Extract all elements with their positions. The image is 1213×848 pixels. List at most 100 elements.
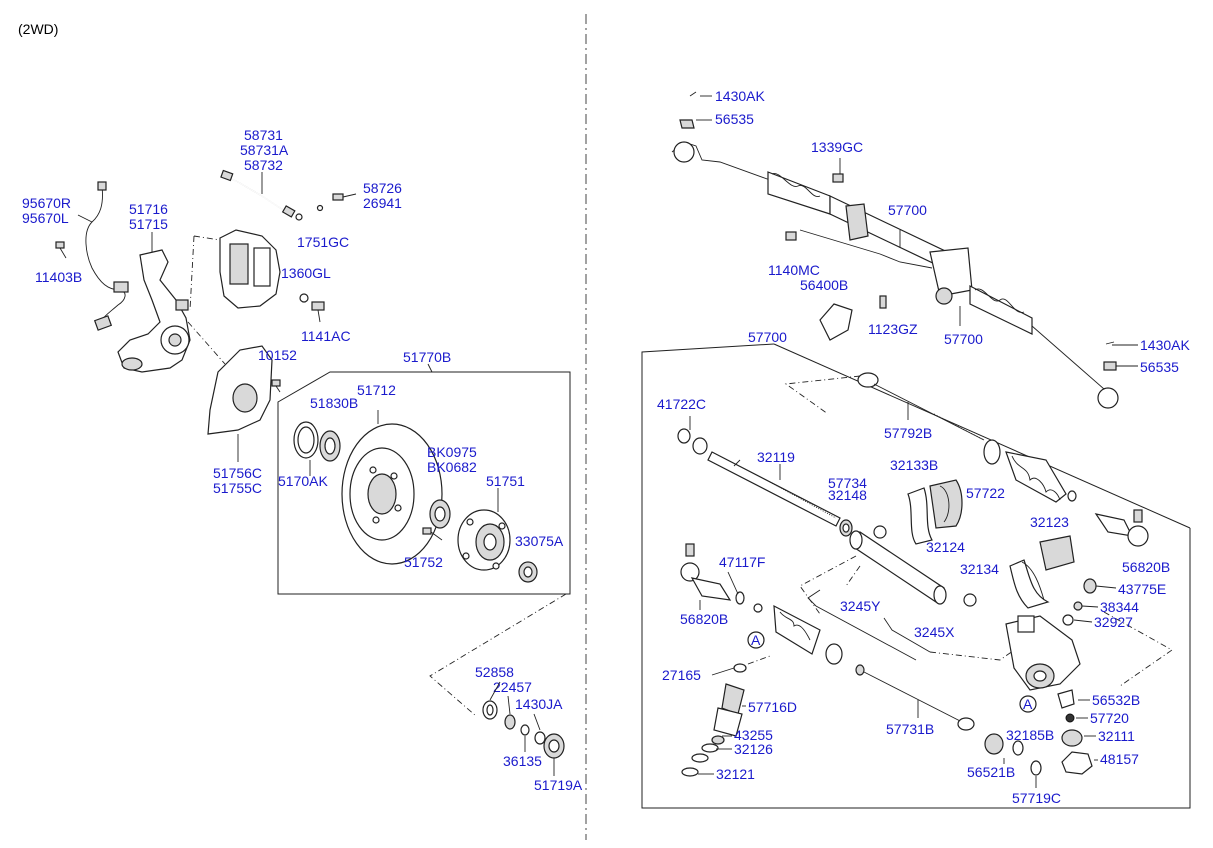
valve-small-parts [1057,689,1093,775]
caliper-bolt [299,293,325,323]
label-1123gz: 1123GZ [868,321,918,337]
hub-bolt [422,527,443,541]
label-5170ak: 5170AK [278,473,328,489]
hub-small-parts [482,700,565,759]
brake-caliper [189,229,281,311]
inner-tie-rod-lower [855,664,975,731]
label-11403b: 11403B [35,269,82,285]
label-43255: 43255 [734,727,773,743]
label-33075a: 33075A [515,533,564,549]
label-36135: 36135 [503,753,542,769]
label-32121: 32121 [716,766,755,782]
label-57700-mid: 57700 [944,331,983,347]
rack-breakdown-box [641,343,1191,809]
pipe-3245x [883,617,931,653]
pipe-3245y [807,589,917,661]
label-56820b-right: 56820B [1122,559,1170,575]
label-32148: 32148 [828,487,867,503]
label-95670l: 95670L [22,210,69,226]
label-51770b: 51770B [403,349,451,365]
label-3245y: 3245Y [840,598,881,614]
tie-rod-end-left [680,543,745,605]
label-51830b: 51830B [310,395,358,411]
label-51751: 51751 [486,473,525,489]
label-32126: 32126 [734,741,773,757]
pinion-shaft [681,663,747,777]
label-57716d: 57716D [748,699,797,715]
valve-housing [1005,615,1081,691]
label-32123: 32123 [1030,514,1069,530]
steering-rack-bar [707,451,841,527]
ring-57722 [983,439,1001,465]
label-10152: 10152 [258,347,297,363]
label-43775e: 43775E [1118,581,1166,597]
tone-ring [293,421,341,476]
label-47117f: 47117F [719,554,765,570]
outer-seal [518,561,538,583]
label-56535-right: 56535 [1140,359,1179,375]
right-section [641,91,1191,809]
rack-housing [849,525,977,607]
label-1430ak-top: 1430AK [715,88,765,104]
dust-shield [207,345,281,462]
label-58726: 58726 [363,180,402,196]
label-56521b: 56521B [967,764,1015,780]
label-57700-box: 57700 [748,329,787,345]
label-a-2: A [1023,696,1033,712]
label-57700-top: 57700 [888,202,927,218]
adjuster-parts [1062,578,1097,626]
label-leaders [489,95,1138,788]
clamp-32123 [1009,535,1075,609]
inner-tie-rod [857,372,985,441]
label-1141ac: 1141AC [301,328,351,344]
hub-parts-leader [429,593,567,717]
wheel-bearing [429,499,451,529]
label-57792b: 57792B [884,425,932,441]
label-51716: 51716 [129,201,168,217]
label-32927: 32927 [1094,614,1133,630]
hub-assembly-box [277,371,571,595]
wheel-hub [457,488,511,571]
label-56820b-left: 56820B [680,611,728,627]
label-51715: 51715 [129,216,168,232]
label-bk0682: BK0682 [427,459,477,475]
label-58731: 58731 [244,127,283,143]
label-32111: 32111 [1098,728,1135,744]
o-ring-41722c [677,428,691,444]
label-56532b: 56532B [1092,692,1140,708]
label-32185b: 32185B [1006,727,1054,743]
label-1339gc: 1339GC [811,139,863,155]
label-1140mc: 1140MC [768,262,820,278]
label-51719a: 51719A [534,777,583,793]
brake-disc [341,410,443,565]
label-58731a: 58731A [240,142,289,158]
label-bk0975: BK0975 [427,444,477,460]
steering-rack-assembly [671,91,1119,409]
reference-circle-a-2 [1019,695,1037,713]
label-95670r: 95670R [22,195,71,211]
label-51755c: 51755C [213,480,262,496]
label-51752: 51752 [404,554,443,570]
clamp-32133b [907,479,963,545]
wheel-speed-sensor [77,181,129,331]
label-1360gl: 1360GL [281,265,331,281]
pinion-boot [753,603,843,665]
rack-boot [1005,451,1077,503]
label-27165: 27165 [662,667,701,683]
label-57722: 57722 [966,485,1005,501]
label-1430ja: 1430JA [515,696,563,712]
label-52858: 52858 [475,664,514,680]
label-57720: 57720 [1090,710,1129,726]
brake-hose [220,169,303,221]
tie-rod-end-right [1094,509,1149,547]
label-26941: 26941 [363,195,402,211]
bolt-11403b [55,241,67,259]
left-labels: 58731 58731A 58732 95670R 95670L 51716 5… [22,127,583,793]
label-32134: 32134 [960,561,999,577]
label-57719c: 57719C [1012,790,1061,806]
label-57731b: 57731B [886,721,934,737]
label-56535-top: 56535 [715,111,754,127]
header-label: (2WD) [18,21,58,37]
label-41722c: 41722C [657,396,706,412]
